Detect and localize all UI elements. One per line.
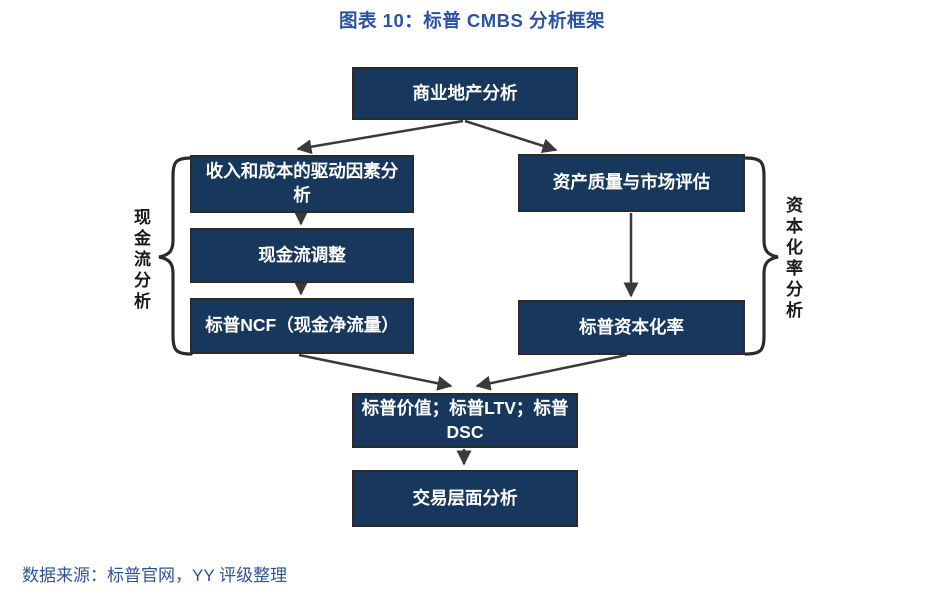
node-cash-flow-adjustment: 现金流调整	[190, 228, 414, 283]
node-sp-value-ltv-dsc: 标普价值；标普LTV；标普 DSC	[352, 393, 578, 448]
right-brace	[744, 156, 779, 356]
side-label-cash-flow-analysis: 现金流分析	[131, 208, 150, 313]
arrow-top-to-left-branch	[296, 119, 464, 155]
side-label-cap-rate-analysis: 资本化率分析	[783, 196, 802, 322]
node-sp-capitalization-rate: 标普资本化率	[518, 300, 745, 355]
node-sp-ncf: 标普NCF（现金净流量）	[190, 298, 414, 354]
node-income-cost-driver-analysis: 收入和成本的驱动因素分 析	[190, 155, 414, 213]
left-brace	[158, 156, 193, 356]
node-transaction-level-analysis: 交易层面分析	[352, 470, 578, 527]
source-note: 数据来源：标普官网，YY 评级整理	[22, 566, 288, 585]
arrow-caprate-to-value	[475, 353, 628, 391]
node-asset-quality-market-assessment: 资产质量与市场评估	[518, 154, 745, 212]
arrow-top-to-right-branch	[464, 119, 558, 154]
arrow-ncf-to-value	[298, 353, 453, 391]
node-commercial-real-estate-analysis: 商业地产分析	[352, 67, 578, 120]
figure-title: 图表 10：标普 CMBS 分析框架	[339, 10, 605, 31]
